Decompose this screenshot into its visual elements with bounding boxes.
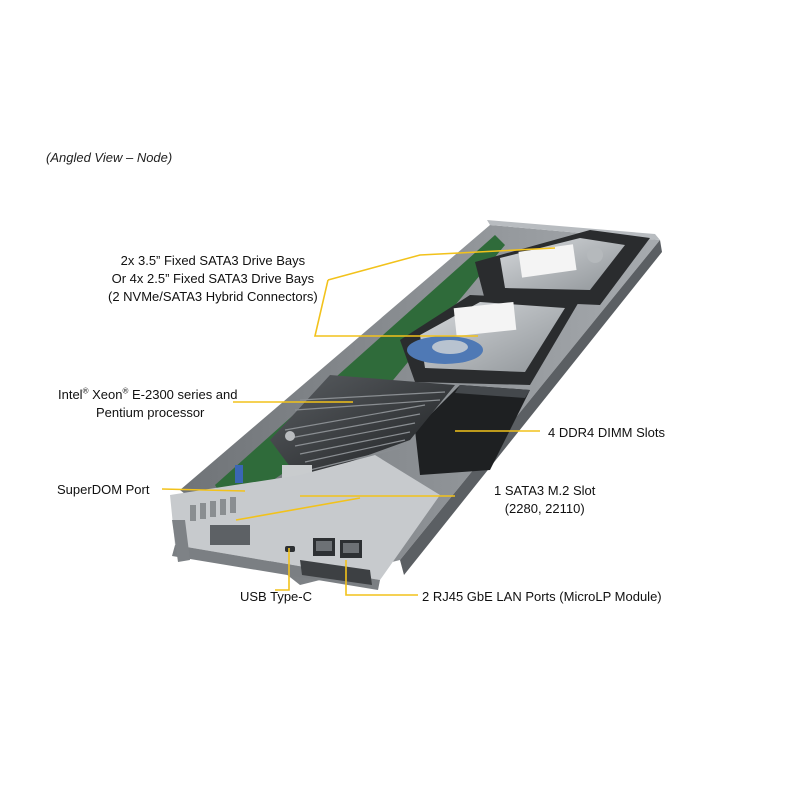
callout-m2-line2: (2280, 22110) bbox=[504, 501, 585, 516]
drive-bay-top bbox=[475, 230, 650, 305]
callout-superdom: SuperDOM Port bbox=[57, 482, 150, 497]
callout-leader-lines bbox=[161, 247, 556, 596]
processor-reg2: ® bbox=[122, 386, 129, 396]
rear-io-panel bbox=[170, 455, 440, 590]
drive-bay-bottom bbox=[400, 295, 580, 385]
processor-rest: E-2300 series and bbox=[128, 387, 238, 402]
callout-lan: 2 RJ45 GbE LAN Ports (MicroLP Module) bbox=[422, 589, 662, 604]
processor-line2: Pentium processor bbox=[96, 405, 205, 420]
processor-brand2: Xeon bbox=[88, 387, 123, 402]
callout-usb: USB Type-C bbox=[240, 589, 313, 604]
dimm-shroud bbox=[415, 385, 530, 475]
leader-drive-bays-a bbox=[327, 247, 556, 281]
leader-usb bbox=[275, 548, 290, 591]
view-caption: (Angled View – Node) bbox=[46, 150, 173, 165]
leader-drive-bays-b bbox=[313, 279, 478, 337]
callout-drive-bays-line1: 2x 3.5” Fixed SATA3 Drive Bays bbox=[120, 253, 306, 268]
usb-c-port bbox=[285, 546, 295, 552]
callout-drive-bays: 2x 3.5” Fixed SATA3 Drive Bays Or 4x 2.5… bbox=[108, 252, 318, 306]
callout-drive-bays-line3: (2 NVMe/SATA3 Hybrid Connectors) bbox=[108, 289, 318, 304]
callout-processor: Intel® Xeon® E-2300 series and Pentium p… bbox=[58, 386, 238, 422]
callout-m2-line1: 1 SATA3 M.2 Slot bbox=[494, 483, 596, 498]
callout-m2: 1 SATA3 M.2 Slot (2280, 22110) bbox=[494, 482, 595, 518]
leader-lan bbox=[345, 560, 418, 596]
callout-drive-bays-line2: Or 4x 2.5” Fixed SATA3 Drive Bays bbox=[111, 271, 315, 286]
processor-reg1: ® bbox=[82, 386, 89, 396]
leader-superdom bbox=[161, 488, 246, 492]
callout-dimm: 4 DDR4 DIMM Slots bbox=[548, 425, 666, 440]
leader-superdom-port bbox=[235, 497, 361, 521]
processor-brand1: Intel bbox=[58, 387, 83, 402]
